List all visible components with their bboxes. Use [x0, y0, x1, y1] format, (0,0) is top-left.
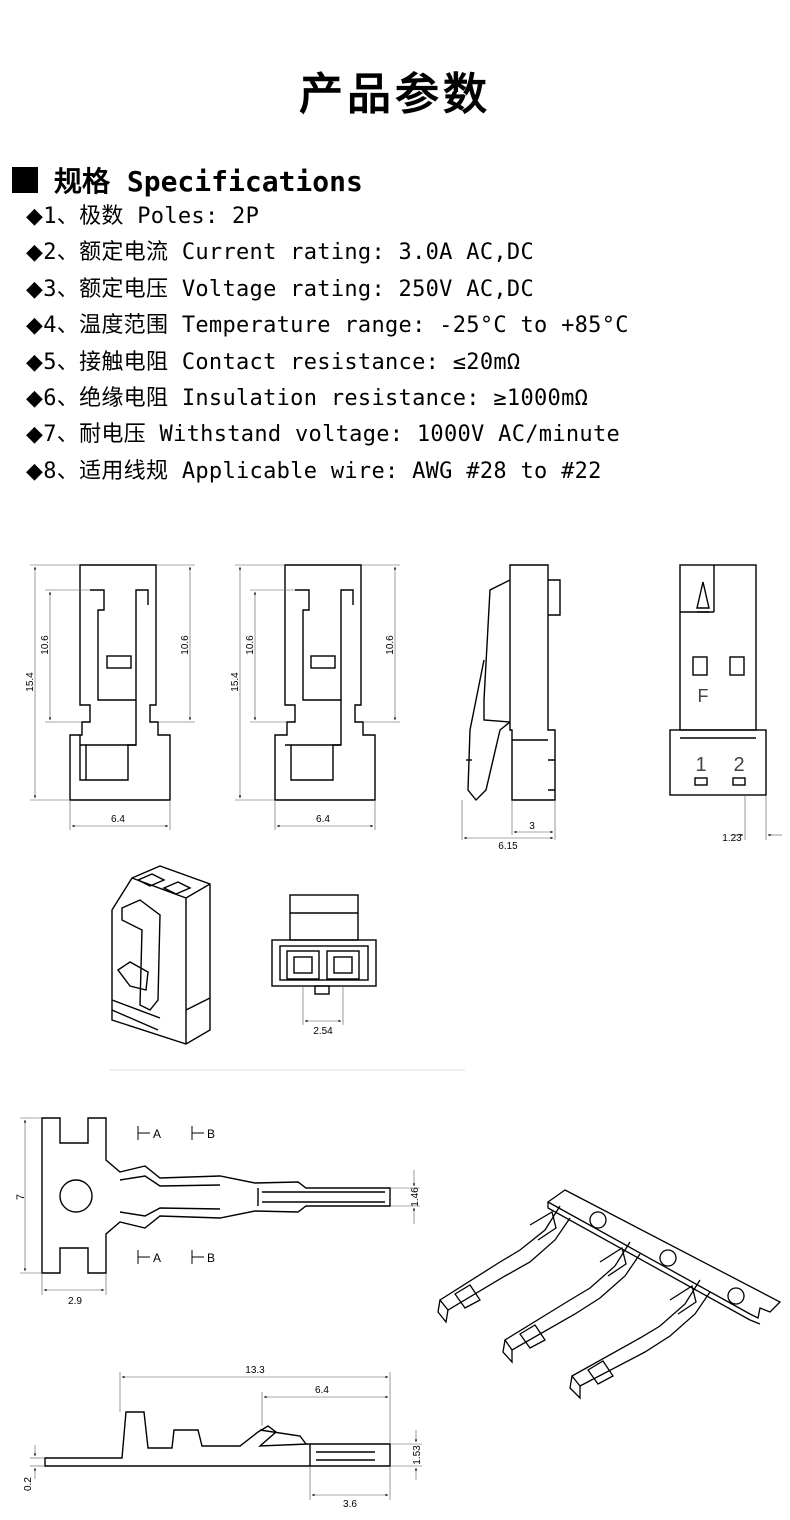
housing-side-view [461, 564, 561, 840]
spec-item: ◆2、额定电流 Current rating: 3.0A AC,DC [26, 235, 629, 271]
dim-label: 15.4 [25, 672, 36, 692]
dim-label: 3.6 [343, 1499, 357, 1510]
spec-item: ◆8、适用线规 Applicable wire: AWG #28 to #22 [26, 454, 629, 490]
housing-end-view [271, 894, 377, 1025]
spec-item-text: 1、极数 Poles: 2P [43, 204, 260, 229]
diamond-bullet-icon: ◆ [26, 204, 44, 229]
spec-item-text: 6、绝缘电阻 Insulation resistance: ≥1000mΩ [43, 385, 589, 411]
section-label: B [207, 1127, 215, 1141]
dim-label: 1.46 [410, 1187, 421, 1207]
square-bullet-icon [12, 167, 38, 193]
dim-label: 10.6 [40, 635, 51, 655]
terminal-side-view [30, 1372, 422, 1500]
spec-item-text: 8、适用线规 Applicable wire: AWG #28 to #22 [43, 458, 602, 484]
dim-label: 6.4 [315, 1385, 329, 1396]
spec-item-text: 4、温度范围 Temperature range: -25°C to +85°C [43, 313, 629, 339]
pin-number: 1 [695, 754, 706, 776]
section-label: A [153, 1251, 161, 1265]
dim-label: 10.6 [385, 635, 396, 655]
housing-marking: F [698, 686, 709, 706]
spec-list: ◆1、极数 Poles: 2P ◆2、额定电流 Current rating: … [26, 199, 629, 490]
diamond-bullet-icon: ◆ [26, 385, 44, 411]
diamond-bullet-icon: ◆ [26, 240, 44, 266]
diamond-bullet-icon: ◆ [26, 458, 44, 484]
page-title: 产品参数 [299, 69, 491, 120]
spec-item: ◆5、接触电阻 Contact resistance: ≤20mΩ [26, 345, 629, 381]
dim-label: 10.6 [180, 635, 191, 655]
diamond-bullet-icon: ◆ [26, 313, 44, 339]
dim-label: 6.4 [111, 814, 125, 825]
dim-label: 2.54 [313, 1026, 333, 1037]
diamond-bullet-icon: ◆ [26, 276, 44, 302]
dim-label: 3 [529, 821, 535, 832]
dim-label: 1.23 [722, 833, 742, 844]
dim-label: 2.9 [68, 1296, 82, 1307]
specs-heading: 规格 Specifications [12, 160, 363, 200]
spec-item-text: 7、耐电压 Withstand voltage: 1000V AC/minute [43, 422, 621, 448]
diamond-bullet-icon: ◆ [26, 349, 44, 375]
dim-label: 7 [15, 1194, 27, 1200]
spec-item-text: 5、接触电阻 Contact resistance: ≤20mΩ [43, 349, 521, 375]
spec-item: ◆1、极数 Poles: 2P [26, 199, 629, 235]
housing-face-view [669, 564, 782, 840]
section-label: B [207, 1251, 215, 1265]
dim-label: 6.4 [316, 814, 330, 825]
housing-back-view [235, 564, 400, 830]
dim-label: 15.4 [230, 672, 241, 692]
dim-label: 1.53 [412, 1445, 423, 1465]
spec-item-text: 3、额定电压 Voltage rating: 250V AC,DC [43, 276, 534, 302]
pin-number: 2 [733, 754, 744, 776]
spec-item: ◆7、耐电压 Withstand voltage: 1000V AC/minut… [26, 417, 629, 453]
section-label: A [153, 1127, 161, 1141]
dim-label: 10.6 [245, 635, 256, 655]
housing-isometric-view [110, 865, 465, 1071]
specs-heading-text: 规格 Specifications [54, 165, 363, 198]
housing-front-view [30, 564, 195, 830]
spec-item: ◆6、绝缘电阻 Insulation resistance: ≥1000mΩ [26, 381, 629, 417]
diamond-bullet-icon: ◆ [26, 422, 44, 448]
dim-label: 13.3 [245, 1365, 265, 1376]
spec-item-text: 2、额定电流 Current rating: 3.0A AC,DC [43, 240, 534, 266]
terminal-strip-isometric-view [437, 1189, 782, 1400]
dim-label: 0.2 [23, 1477, 34, 1491]
terminal-top-view [20, 1117, 420, 1295]
dim-label: 6.15 [498, 841, 518, 852]
spec-item: ◆4、温度范围 Temperature range: -25°C to +85°… [26, 308, 629, 344]
spec-item: ◆3、额定电压 Voltage rating: 250V AC,DC [26, 272, 629, 308]
